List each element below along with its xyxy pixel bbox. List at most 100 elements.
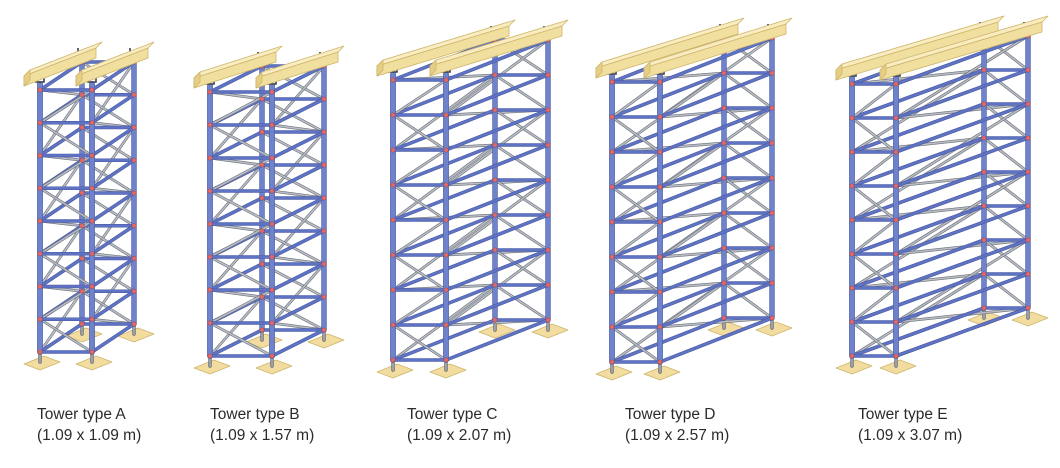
tower-a-coupler-back-right-6 bbox=[131, 256, 137, 261]
tower-d-brace-front-2-body bbox=[611, 151, 661, 188]
tower-d-ledger-right-4 bbox=[658, 176, 774, 224]
tower-b-illustration bbox=[193, 45, 345, 375]
tower-b-timber-beam-left-end bbox=[193, 71, 201, 89]
tower-c-ledger-right-5-body bbox=[444, 213, 550, 257]
tower-c-ledger-right-4 bbox=[444, 178, 550, 222]
tower-b-ledger-right-7-body bbox=[270, 295, 326, 325]
tower-e-ledger-right-8-body bbox=[894, 306, 1030, 358]
tower-a-ledger-right-4 bbox=[90, 191, 136, 223]
tower-a-ledger-right-6 bbox=[90, 256, 136, 289]
tower-c-coupler-front-left-3 bbox=[390, 182, 396, 188]
tower-c-brace-front-3-body bbox=[392, 184, 447, 221]
tower-d-ledger-right-8-body bbox=[658, 316, 774, 364]
tower-d-ledger-left-7-body bbox=[610, 281, 726, 329]
tower-c-brace-back-5 bbox=[493, 213, 550, 252]
tower-a-brace-right-2-body bbox=[91, 126, 135, 190]
tower-c-coupler-front-right-4 bbox=[443, 217, 449, 223]
tower-d-coupler-front-left-4 bbox=[609, 219, 615, 225]
tower-d-ledger-left-8-body bbox=[610, 316, 726, 364]
tower-b-coupler-back-left-8 bbox=[259, 327, 265, 333]
tower-c-coupler-front-right-5 bbox=[443, 252, 449, 258]
tower-d-ledger-right-3 bbox=[658, 141, 774, 189]
tower-e-ledger-left-4 bbox=[850, 170, 986, 222]
tower-e-ledger-left-2 bbox=[850, 102, 986, 154]
tower-d-ledger-right-5-body bbox=[658, 211, 774, 259]
tower-a-ledger-left-8 bbox=[38, 322, 84, 354]
tower-e-brace-front-5-body bbox=[851, 253, 897, 289]
tower-e-ledger-left-3 bbox=[850, 136, 986, 188]
tower-b-coupler-front-right-2 bbox=[269, 155, 275, 161]
tower-e-brace-back-7 bbox=[982, 272, 1030, 310]
tower-e-brace-front-6 bbox=[850, 286, 898, 324]
tower-e-name: Tower type E bbox=[858, 406, 948, 423]
tower-e-ledger-right-3-body bbox=[894, 136, 1030, 188]
tower-a-brace-right-4 bbox=[90, 191, 136, 256]
tower-c-coupler-front-right-0 bbox=[443, 77, 449, 83]
tower-d-brace-back-1-body bbox=[723, 72, 773, 109]
tower-b-brace-left-5-body bbox=[209, 230, 263, 291]
tower-e-coupler-back-left-6 bbox=[981, 237, 987, 243]
tower-b-ledger-right-4-body bbox=[270, 196, 326, 226]
tower-c-brace-back-7-body bbox=[494, 284, 549, 321]
tower-d-ledger-left-5-body bbox=[610, 211, 726, 259]
tower-a-coupler-back-left-6 bbox=[79, 256, 85, 261]
tower-e-brace-back-6 bbox=[982, 238, 1030, 276]
tower-c-coupler-back-left-2 bbox=[492, 107, 498, 113]
tower-e-timber-beam-left-end bbox=[835, 63, 843, 81]
tower-c-coupler-back-left-6 bbox=[492, 247, 498, 253]
tower-a-baseplate-front-left bbox=[23, 355, 61, 371]
tower-d-brace-front-5-body bbox=[611, 256, 661, 293]
tower-a-brace-front-5 bbox=[38, 252, 94, 288]
tower-e-brace-back-3-body bbox=[983, 137, 1029, 173]
tower-a-brace-front-1-body bbox=[39, 121, 93, 157]
tower-c-coupler-back-right-8 bbox=[545, 317, 551, 323]
tower-c-brace-back-3-body bbox=[494, 144, 549, 181]
tower-b-coupler-back-left-3 bbox=[259, 162, 265, 168]
tower-d-ledger-left-6-body bbox=[610, 246, 726, 294]
tower-b-brace-front-1 bbox=[208, 123, 274, 160]
tower-a-coupler-back-right-8 bbox=[131, 321, 137, 327]
tower-a-coupler-front-right-2 bbox=[89, 153, 95, 158]
tower-b-coupler-front-right-5 bbox=[269, 254, 275, 260]
caption-tower-c: Tower type C (1.09 x 2.07 m) bbox=[407, 404, 597, 446]
tower-b-coupler-back-right-4 bbox=[321, 195, 327, 201]
tower-d-brace-front-6 bbox=[610, 290, 662, 329]
tower-b-ledger-left-0 bbox=[208, 64, 264, 94]
tower-e-coupler-front-left-1 bbox=[849, 115, 855, 121]
tower-b-baseplate-front-left bbox=[193, 359, 231, 375]
tower-b-coupler-back-right-5 bbox=[321, 228, 327, 234]
tower-d-baseplate-back-right bbox=[755, 321, 793, 337]
tower-d-coupler-front-left-2 bbox=[609, 149, 615, 155]
tower-c-illustration bbox=[376, 19, 569, 379]
tower-d-coupler-front-right-2 bbox=[657, 149, 663, 155]
tower-d-timber-beam-left-end bbox=[595, 61, 603, 79]
tower-e-brace-front-4 bbox=[850, 218, 898, 256]
tower-c-brace-front-4 bbox=[391, 218, 448, 257]
tower-e-baseplate-front-left bbox=[835, 359, 873, 375]
tower-e-dimensions: (1.09 x 3.07 m) bbox=[858, 427, 963, 444]
tower-e-ledger-right-4 bbox=[894, 170, 1030, 222]
tower-d-brace-front-3 bbox=[610, 185, 662, 224]
tower-b-coupler-front-right-6 bbox=[269, 287, 275, 293]
tower-d-ledger-left-1-body bbox=[610, 71, 726, 119]
tower-d-brace-back-5-body bbox=[723, 212, 773, 249]
tower-c-brace-front-5-body bbox=[392, 254, 447, 291]
tower-b-coupler-front-left-0 bbox=[207, 89, 213, 95]
tower-b-ledger-left-6 bbox=[208, 262, 264, 292]
tower-b-brace-right-0 bbox=[270, 64, 326, 127]
tower-c-coupler-front-left-7 bbox=[390, 322, 396, 328]
tower-a-illustration bbox=[23, 41, 155, 371]
tower-e-coupler-back-right-1 bbox=[1025, 67, 1031, 73]
caption-tower-b: Tower type B (1.09 x 1.57 m) bbox=[210, 404, 400, 446]
tower-c-brace-front-7-body bbox=[392, 324, 447, 361]
tower-d-ledger-left-8 bbox=[610, 316, 726, 364]
tower-c-coupler-front-right-3 bbox=[443, 182, 449, 188]
tower-a-coupler-front-right-1 bbox=[89, 120, 95, 126]
tower-d-ledger-right-7 bbox=[658, 281, 774, 329]
tower-e-brace-back-1 bbox=[982, 68, 1030, 106]
tower-b-ledger-right-8 bbox=[270, 328, 326, 358]
tower-d-coupler-back-right-4 bbox=[769, 175, 775, 181]
tower-c-coupler-front-left-6 bbox=[390, 287, 396, 293]
tower-a-coupler-back-left-5 bbox=[79, 223, 85, 229]
